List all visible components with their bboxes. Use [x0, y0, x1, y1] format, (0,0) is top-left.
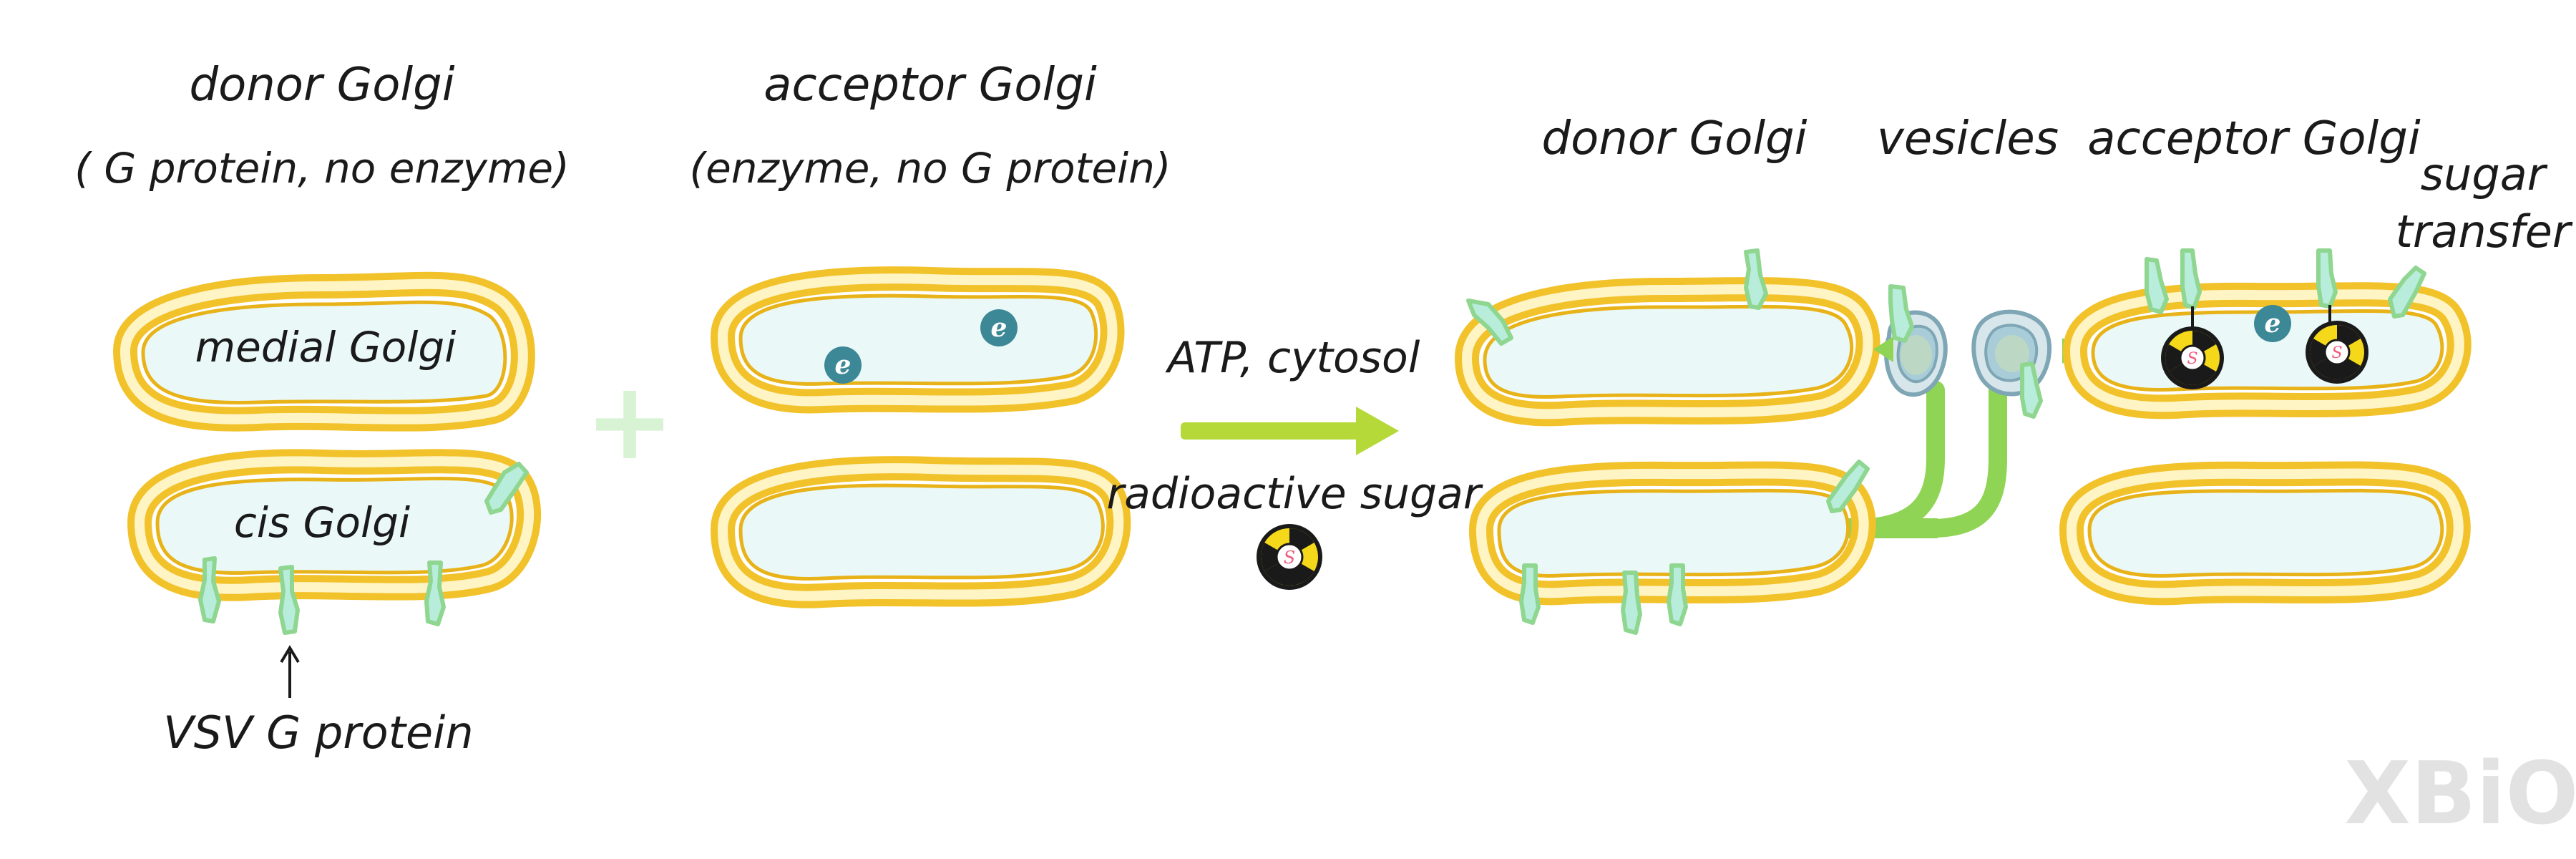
g-protein-icon: [2020, 361, 2043, 419]
g-protein-icon: [1667, 563, 1688, 626]
g-protein-icon: [2388, 266, 2426, 319]
vsv-g-protein-label: VSV G protein: [163, 707, 473, 759]
donor-title: donor Golgi: [189, 59, 454, 112]
radioactive-sugar-icon: S: [2161, 326, 2224, 389]
g-protein-icon: [198, 556, 221, 623]
cis-golgi-label: cis Golgi: [234, 498, 410, 547]
svg-text:e: e: [991, 313, 1008, 343]
svg-text:S: S: [1284, 548, 1295, 568]
result-donor-cis-cisterna: [1469, 461, 1876, 606]
g-protein-icon: [2316, 248, 2338, 309]
result-donor-title: donor Golgi: [1541, 112, 1807, 165]
g-protein-icon: [424, 560, 446, 626]
g-protein-icon: [2180, 248, 2202, 310]
g-protein-icon: [1744, 248, 1768, 310]
plus-sign: +: [585, 359, 675, 484]
result-acceptor-cis-cisterna: [2059, 461, 2471, 606]
g-protein-icon: [1519, 563, 1541, 625]
radioactive-sugar-label: radioactive sugar: [1106, 469, 1483, 519]
acceptor-medial-cisterna: [711, 266, 1125, 414]
g-protein-icon: [278, 565, 300, 635]
result-acceptor-title: acceptor Golgi: [2087, 112, 2421, 165]
radioactive-sugar-icon: S: [2306, 321, 2368, 384]
enzyme-icon: e: [980, 309, 1018, 346]
vsv-pointer-arrow: [280, 645, 300, 698]
medial-golgi-label: medial Golgi: [195, 323, 457, 372]
svg-text:S: S: [2187, 350, 2197, 368]
acceptor-subtitle: (enzyme, no G protein): [689, 144, 1171, 193]
enzyme-icon: e: [824, 346, 862, 384]
donor-cis-cisterna: [127, 449, 541, 601]
acceptor-title: acceptor Golgi: [763, 59, 1097, 112]
donor-medial-cisterna: [113, 271, 535, 432]
vesicles-label: vesicles: [1877, 112, 2059, 165]
sugar-transfer-label-line2: transfer: [2396, 205, 2573, 258]
enzyme-icon: e: [2254, 305, 2291, 342]
svg-text:e: e: [2265, 309, 2281, 339]
donor-subtitle: ( G protein, no enzyme): [74, 144, 569, 193]
acceptor-cis-cisterna: [711, 456, 1131, 608]
g-protein-icon: [1621, 571, 1642, 635]
watermark-logo: XBiO: [2344, 744, 2576, 844]
g-protein-icon: [484, 462, 529, 515]
g-protein-icon: [2145, 257, 2169, 314]
arrow-to-donor: [1873, 336, 1893, 362]
sugar-transfer-label-line1: sugar: [2421, 148, 2548, 200]
result-donor-medial-cisterna: [1455, 277, 1880, 427]
g-protein-icon: [1466, 299, 1513, 346]
g-protein-icon: [1826, 460, 1870, 513]
atp-cytosol-label: ATP, cytosol: [1165, 333, 1420, 383]
g-protein-icon: [1888, 284, 1914, 343]
radioactive-sugar-icon: S: [1257, 524, 1322, 590]
reaction-arrow: [1181, 407, 1399, 455]
svg-text:S: S: [2331, 344, 2342, 362]
svg-text:e: e: [835, 350, 852, 380]
